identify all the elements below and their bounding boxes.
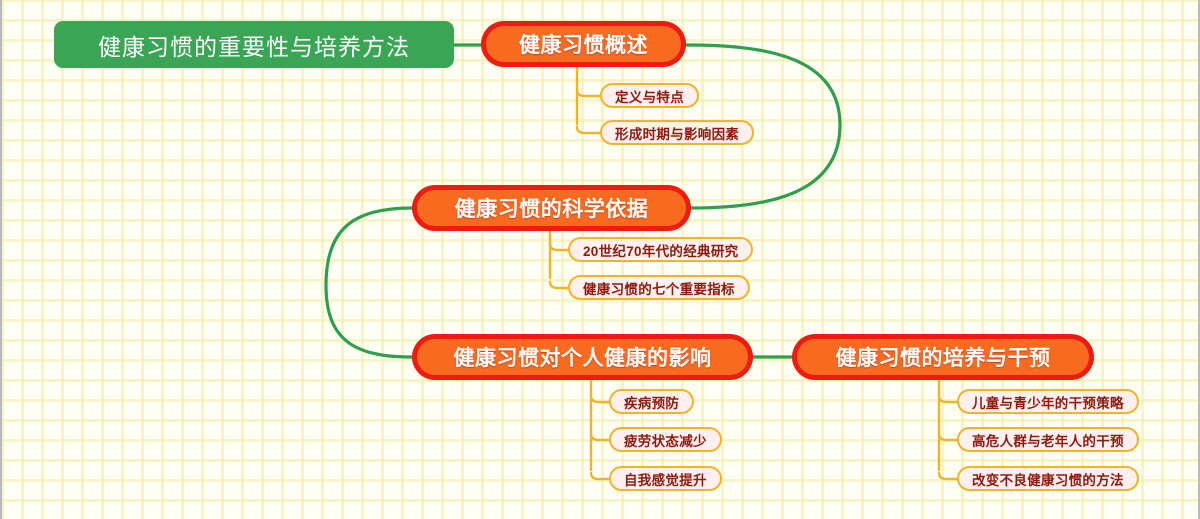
leaf-node-label: 改变不良健康习惯的方法: [972, 472, 1124, 488]
root-node-label: 健康习惯的重要性与培养方法: [98, 33, 410, 60]
edge-b3-child-0: [589, 394, 611, 404]
edge-b4-child-2: [937, 471, 959, 481]
leaf-node-label: 健康习惯的七个重要指标: [583, 281, 735, 297]
leaf-node[interactable]: 健康习惯的七个重要指标: [568, 275, 750, 300]
leaf-node[interactable]: 儿童与青少年的干预策略: [957, 389, 1139, 414]
leaf-node-label: 形成时期与影响因素: [615, 126, 740, 142]
leaf-node[interactable]: 改变不良健康习惯的方法: [957, 466, 1139, 491]
edge-b3-child-2: [589, 471, 611, 481]
branch-node-cultivation-intervention[interactable]: 健康习惯的培养与干预: [792, 334, 1094, 380]
edge-b2-to-b3: [324, 206, 414, 359]
leaf-node-label: 儿童与青少年的干预策略: [972, 395, 1124, 411]
leaf-node[interactable]: 疾病预防: [609, 389, 695, 414]
branch-node-personal-health-impact[interactable]: 健康习惯对个人健康的影响: [412, 334, 753, 380]
branch-node-label: 健康习惯的科学依据: [454, 198, 649, 221]
leaf-node[interactable]: 定义与特点: [600, 83, 699, 108]
leaf-node-label: 疾病预防: [624, 395, 680, 411]
leaf-node[interactable]: 疲劳状态减少: [609, 427, 722, 452]
edge-b3-child-1: [589, 432, 611, 442]
branch-node-health-habit-overview[interactable]: 健康习惯概述: [481, 21, 686, 67]
branch-node-label-wrap: 健康习惯的科学依据: [417, 190, 686, 226]
leaf-node[interactable]: 20世纪70年代的经典研究: [568, 237, 754, 262]
branch-node-label: 健康习惯概述: [519, 34, 648, 57]
branch-node-label-wrap: 健康习惯概述: [486, 26, 681, 62]
edge-b4-child-0: [937, 394, 959, 404]
leaf-node-label: 高危人群与老年人的干预: [972, 433, 1124, 449]
leaf-node[interactable]: 自我感觉提升: [609, 466, 722, 491]
leaf-node-label: 疲劳状态减少: [624, 433, 707, 449]
leaf-node-label: 定义与特点: [615, 89, 684, 105]
leaf-node-label: 20世纪70年代的经典研究: [583, 243, 739, 259]
edge-b2-child-1: [548, 280, 570, 290]
edge-b4-child-1: [937, 432, 959, 442]
root-node[interactable]: 健康习惯的重要性与培养方法: [54, 21, 454, 68]
branch-node-label-wrap: 健康习惯对个人健康的影响: [417, 339, 748, 375]
edge-b1-child-0: [575, 88, 602, 98]
leaf-node[interactable]: 形成时期与影响因素: [600, 120, 755, 145]
leaf-node[interactable]: 高危人群与老年人的干预: [957, 427, 1139, 452]
branch-node-label: 健康习惯的培养与干预: [835, 347, 1051, 370]
branch-node-label: 健康习惯对个人健康的影响: [453, 347, 712, 370]
branch-node-label-wrap: 健康习惯的培养与干预: [797, 339, 1089, 375]
branch-node-scientific-basis[interactable]: 健康习惯的科学依据: [412, 185, 691, 231]
leaf-node-label: 自我感觉提升: [624, 472, 707, 488]
edge-b1-child-1: [575, 125, 602, 135]
edge-b2-child-0: [548, 242, 570, 252]
